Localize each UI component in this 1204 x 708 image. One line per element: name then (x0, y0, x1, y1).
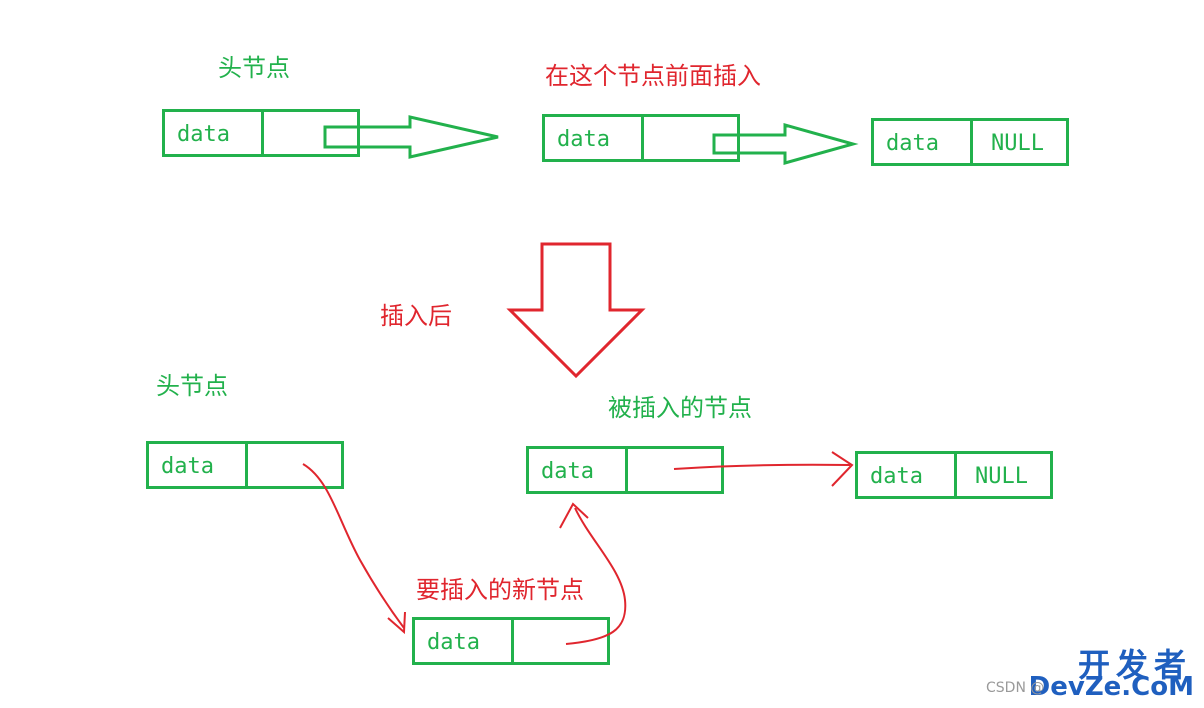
next-cell: NULL (973, 121, 1066, 163)
new-to-target-tip (559, 502, 589, 529)
data-cell: data (415, 620, 514, 662)
next-text: NULL (991, 131, 1044, 156)
data-cell: data (874, 121, 973, 163)
target-to-null-tip (831, 451, 854, 487)
top-target-node: data (542, 114, 740, 162)
data-cell: data (545, 117, 644, 159)
data-cell: data (858, 454, 957, 496)
data-text: data (886, 131, 939, 156)
data-text: data (427, 630, 480, 655)
bottom-head-node: data (146, 441, 344, 489)
top-arrow-1 (323, 115, 499, 159)
next-cell: NULL (957, 454, 1050, 496)
data-text: data (177, 122, 230, 147)
bottom-target-node: data (526, 446, 724, 494)
data-text: data (870, 464, 923, 489)
data-text: data (557, 127, 610, 152)
down-arrow (506, 242, 646, 379)
data-text: data (541, 459, 594, 484)
head-to-new-link (302, 463, 405, 629)
bottom-head-label: 头节点 (156, 372, 228, 400)
top-head-node: data (162, 109, 360, 157)
csdn-watermark: CSDN @ (986, 680, 1045, 696)
data-cell: data (165, 112, 264, 154)
new-node-label: 要插入的新节点 (416, 576, 584, 604)
top-target-label: 在这个节点前面插入 (545, 62, 761, 90)
head-to-new-tip (387, 611, 406, 635)
data-text: data (161, 454, 214, 479)
data-cell: data (149, 444, 248, 486)
target-to-null-link (673, 463, 851, 470)
top-arrow-2 (712, 123, 859, 165)
new-node: data (412, 617, 610, 665)
after-insert-label: 插入后 (380, 302, 452, 330)
next-text: NULL (975, 464, 1028, 489)
bottom-null-node: data NULL (855, 451, 1053, 499)
brand-cn-watermark: 开发者 (1077, 646, 1192, 684)
brand-en-watermark: DevZe.CoM (1028, 672, 1194, 702)
new-to-target-link (565, 507, 627, 645)
data-cell: data (529, 449, 628, 491)
top-head-label: 头节点 (218, 54, 290, 82)
inserted-before-label: 被插入的节点 (608, 394, 752, 422)
top-null-node: data NULL (871, 118, 1069, 166)
